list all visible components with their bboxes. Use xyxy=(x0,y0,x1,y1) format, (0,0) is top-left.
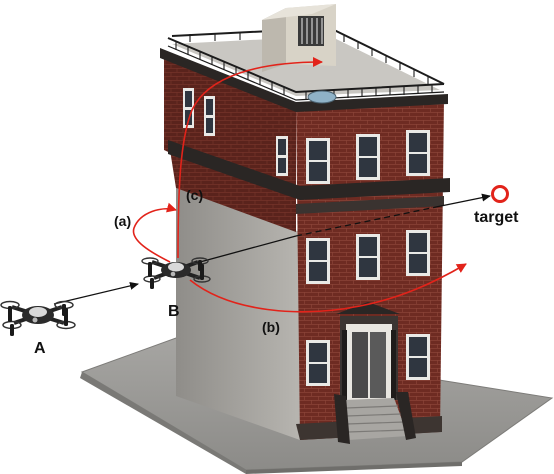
roof-deck xyxy=(172,36,440,96)
front-steps xyxy=(334,392,416,444)
mid-cornice xyxy=(168,140,450,200)
roof-cornice xyxy=(160,48,448,112)
concrete-side-wall xyxy=(176,188,300,440)
flight-paths xyxy=(53,57,491,313)
label-path-c: (c) xyxy=(186,187,203,203)
arrow-a-to-b xyxy=(53,281,139,305)
target-circle-icon xyxy=(491,185,509,203)
drone-b xyxy=(141,257,211,289)
side-windows xyxy=(183,88,288,176)
drone-a xyxy=(0,300,76,336)
entrance-door xyxy=(336,302,400,400)
front-windows xyxy=(306,130,430,386)
label-drone-b: B xyxy=(168,303,180,320)
brick-building xyxy=(160,4,450,444)
skylight xyxy=(307,90,337,104)
direct-line-to-target xyxy=(435,193,491,208)
quadcopter-drone-icon xyxy=(141,257,211,289)
rooftop-penthouse xyxy=(262,4,336,72)
path-c xyxy=(177,57,323,259)
direct-line-visible-1 xyxy=(199,235,297,263)
label-target: target xyxy=(474,209,519,226)
quadcopter-drone-icon xyxy=(0,300,76,336)
path-b xyxy=(189,263,467,313)
direct-line-hidden xyxy=(295,206,437,237)
label-path-a: (a) xyxy=(114,213,131,229)
label-drone-a: A xyxy=(34,340,46,357)
label-path-b: (b) xyxy=(262,319,280,335)
path-a xyxy=(132,202,177,263)
